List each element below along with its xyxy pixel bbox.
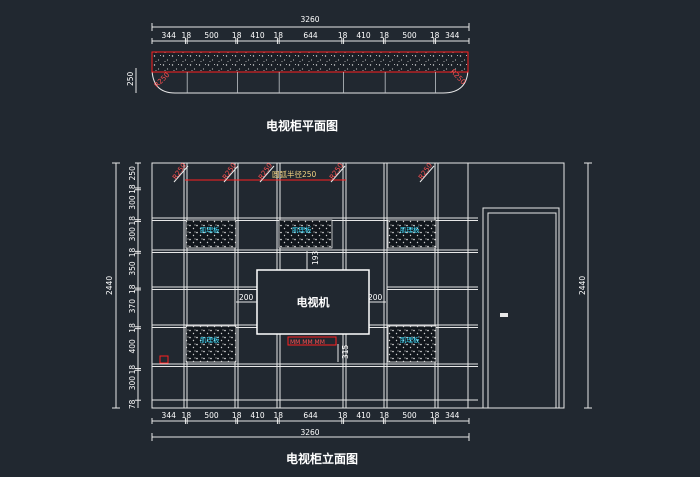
tv-screen: 电视机	[256, 269, 370, 335]
elevation-left-dim: 350	[128, 261, 137, 276]
elevation-left-dim: 78	[128, 399, 137, 409]
elevation-segment-dim: 18	[232, 411, 242, 420]
socket-marks: MM MM MM	[290, 339, 325, 346]
elevation-left-dim: 18	[128, 365, 137, 375]
texture-panel-top-right: 肌理板	[387, 219, 437, 249]
socket-left	[159, 355, 169, 364]
elevation-segment-dim: 18	[338, 411, 348, 420]
plan-segment-dim: 500	[204, 31, 219, 40]
plan-segment-dim: 18	[430, 31, 440, 40]
texture-panel-bottom-right: 肌理板	[387, 325, 437, 363]
elevation-left-dim: 250	[128, 166, 137, 181]
plan-radius-left: R250	[153, 71, 172, 90]
elevation-left-dim: 370	[128, 299, 137, 314]
tv-dim-top: 193	[311, 250, 320, 265]
elevation-radius-label: R250	[221, 162, 238, 182]
texture-panel-label: 肌理板	[200, 225, 220, 234]
tv-label: 电视机	[297, 295, 330, 309]
texture-panel-label: 肌理板	[200, 335, 220, 344]
elevation-total-width: 3260	[300, 428, 319, 437]
plan-view: 3260 344 18 500 18 410 18 644 18 410 18 500 18 344 R…	[126, 15, 470, 133]
elevation-radius-label: R250	[171, 162, 188, 182]
elevation-height-right: 2440	[578, 276, 587, 295]
texture-panel-top-left: 肌理板	[185, 219, 237, 249]
elevation-height-left: 2440	[105, 276, 114, 295]
texture-panel-top-center: 肌理板	[278, 219, 333, 249]
elevation-left-dim: 400	[128, 339, 137, 354]
elevation-segment-dim: 410	[250, 411, 265, 420]
elevation-segment-dim: 410	[356, 411, 371, 420]
texture-panel-label: 肌理板	[292, 225, 312, 234]
plan-segment-dim: 18	[338, 31, 348, 40]
tv-dim-right: 200	[368, 293, 383, 302]
plan-segment-dim: 344	[162, 31, 177, 40]
plan-segment-dim: 410	[356, 31, 371, 40]
elevation-title: 电视柜立面图	[286, 451, 358, 466]
plan-segment-dim: 410	[250, 31, 265, 40]
texture-panel-bottom-left: 肌理板	[185, 325, 237, 363]
elevation-left-dim: 18	[128, 323, 137, 333]
elevation-left-dim: 18	[128, 284, 137, 294]
elevation-radius-label: R250	[417, 162, 434, 182]
tv-dim-left: 200	[239, 293, 254, 302]
plan-depth: 250	[126, 71, 135, 86]
texture-panel-label: 肌理板	[400, 335, 420, 344]
elevation-segment-dim: 18	[380, 411, 390, 420]
texture-panel-label: 肌理板	[400, 225, 420, 234]
elevation-left-dim: 18	[128, 184, 137, 194]
plan-segment-dim: 18	[380, 31, 390, 40]
elevation-segment-dim: 500	[402, 411, 417, 420]
plan-segment-dims: 344 18 500 18 410 18 644 18 410 18 500 18 344	[162, 31, 460, 40]
plan-title: 电视柜平面图	[266, 118, 338, 133]
elevation-left-dim: 300	[128, 227, 137, 242]
elevation-left-dim: 18	[128, 248, 137, 258]
elevation-segment-dim: 644	[303, 411, 318, 420]
plan-segment-dim: 344	[445, 31, 460, 40]
plan-segment-dim: 644	[303, 31, 318, 40]
plan-segment-dim: 18	[232, 31, 242, 40]
elevation-segment-dim: 18	[430, 411, 440, 420]
plan-segment-dim: 18	[182, 31, 192, 40]
elevation-segment-dim: 344	[445, 411, 460, 420]
elevation-left-dim: 300	[128, 195, 137, 210]
elevation-segment-dim: 18	[274, 411, 284, 420]
elevation-left-dim: 300	[128, 376, 137, 391]
arc-note: 圆弧半径250	[272, 169, 317, 179]
elevation-segment-dims: 344 18 500 18 410 18 644 18 410 18 500 18 344	[162, 411, 460, 420]
plan-segment-dim: 500	[402, 31, 417, 40]
power-sockets: MM MM MM	[287, 336, 337, 346]
elevation-segment-dim: 500	[204, 411, 219, 420]
plan-segment-dim: 18	[274, 31, 284, 40]
door	[482, 207, 560, 409]
elevation-segment-dim: 18	[182, 411, 192, 420]
elevation-segment-dim: 344	[162, 411, 177, 420]
elevation-left-dim: 18	[128, 216, 137, 226]
tv-dim-bottom: 315	[341, 344, 350, 359]
plan-total-width: 3260	[300, 15, 319, 24]
